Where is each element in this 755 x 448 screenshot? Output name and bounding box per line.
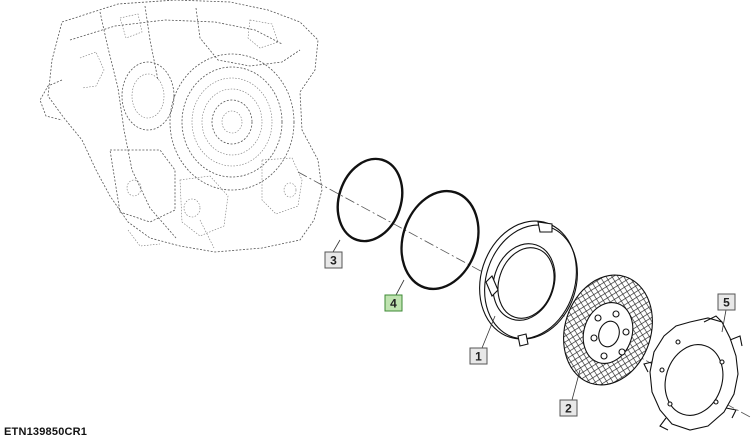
callout-label-3: 3 <box>330 254 337 268</box>
callout-label-2: 2 <box>565 402 572 416</box>
friction-disc <box>563 274 653 386</box>
callout-1: 1 <box>469 347 488 365</box>
figure-code: ETN139850CR1 <box>4 426 88 438</box>
leader-line-4 <box>395 279 405 296</box>
leader-line-3 <box>332 239 341 253</box>
leader-line-5 <box>721 309 727 333</box>
o-ring-large <box>400 189 480 291</box>
o-ring-small <box>336 157 404 243</box>
separator-plate <box>479 220 578 347</box>
callout-label-4: 4 <box>390 297 397 311</box>
transmission-housing-ghost <box>39 0 323 253</box>
callout-2: 2 <box>559 399 578 417</box>
backing-plate <box>643 315 743 431</box>
callout-label-5: 5 <box>723 296 730 310</box>
callout-3: 3 <box>324 251 343 269</box>
leader-line-2 <box>571 369 581 401</box>
callout-label-1: 1 <box>475 350 482 364</box>
callout-5: 5 <box>717 293 736 311</box>
callout-4: 4 <box>384 294 403 312</box>
leader-line-1 <box>481 315 496 349</box>
